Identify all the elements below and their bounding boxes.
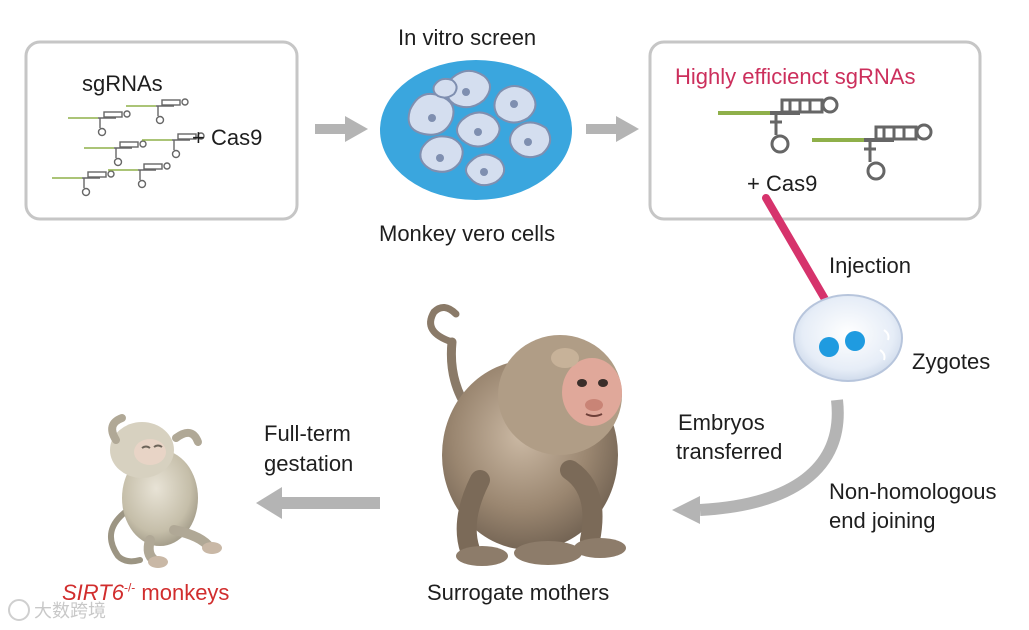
small-sgrna-group bbox=[52, 98, 205, 197]
cas9-right-label: + Cas9 bbox=[747, 171, 818, 196]
small-sgrna-glyph bbox=[84, 140, 147, 167]
sgrna-box bbox=[24, 40, 299, 221]
small-sgrna-glyph bbox=[52, 170, 115, 197]
cas9-left-label: + Cas9 bbox=[192, 125, 263, 150]
surrogate-mothers-label: Surrogate mothers bbox=[427, 580, 610, 605]
vero-cells-label: Monkey vero cells bbox=[379, 221, 556, 246]
gestation-label: gestation bbox=[264, 451, 354, 476]
gestation-arrow bbox=[256, 487, 380, 519]
vero-cells-dish bbox=[380, 60, 572, 200]
nhej-label-2: end joining bbox=[829, 508, 936, 533]
injection-label: Injection bbox=[829, 253, 911, 278]
arrow-to-efficient bbox=[586, 116, 639, 142]
large-sgrna-2 bbox=[812, 123, 933, 181]
sirt6-monkeys-label: SIRT6-/- monkeys bbox=[62, 579, 229, 607]
highly-efficient-label: Highly efficienct sgRNAs bbox=[675, 64, 916, 89]
small-sgrna-glyph bbox=[142, 132, 205, 159]
surrogate-monkey-illustration bbox=[427, 304, 626, 566]
small-sgrna-glyph bbox=[126, 98, 189, 125]
watermark-logo-icon bbox=[8, 599, 30, 621]
zygote-cell bbox=[793, 294, 903, 382]
sirt6-gene: SIRT6 bbox=[62, 580, 124, 605]
watermark-text: 大数跨境 bbox=[34, 601, 106, 621]
transferred-label: transferred bbox=[676, 439, 783, 464]
embryo-transfer-arrow bbox=[672, 399, 844, 524]
embryos-label: Embryos bbox=[678, 410, 765, 435]
nhej-label-1: Non-homologous bbox=[829, 479, 997, 504]
efficient-sgrna-box bbox=[648, 40, 982, 221]
zygotes-label: Zygotes bbox=[912, 349, 991, 374]
full-term-label: Full-term bbox=[264, 421, 351, 446]
sirt6-suffix: monkeys bbox=[135, 580, 230, 605]
in-vitro-screen-label: In vitro screen bbox=[398, 25, 537, 50]
sirt6-superscript: -/- bbox=[123, 580, 136, 595]
arrow-to-screen bbox=[315, 116, 368, 142]
small-sgrna-glyph bbox=[108, 162, 171, 189]
small-sgrna-glyph bbox=[68, 110, 131, 137]
watermark: 大数跨境 bbox=[8, 597, 106, 623]
large-sgrna-1 bbox=[718, 96, 839, 154]
sgrnas-label: sgRNAs bbox=[82, 71, 163, 96]
injection-needle bbox=[762, 194, 840, 322]
infant-monkey-illustration bbox=[107, 414, 222, 568]
